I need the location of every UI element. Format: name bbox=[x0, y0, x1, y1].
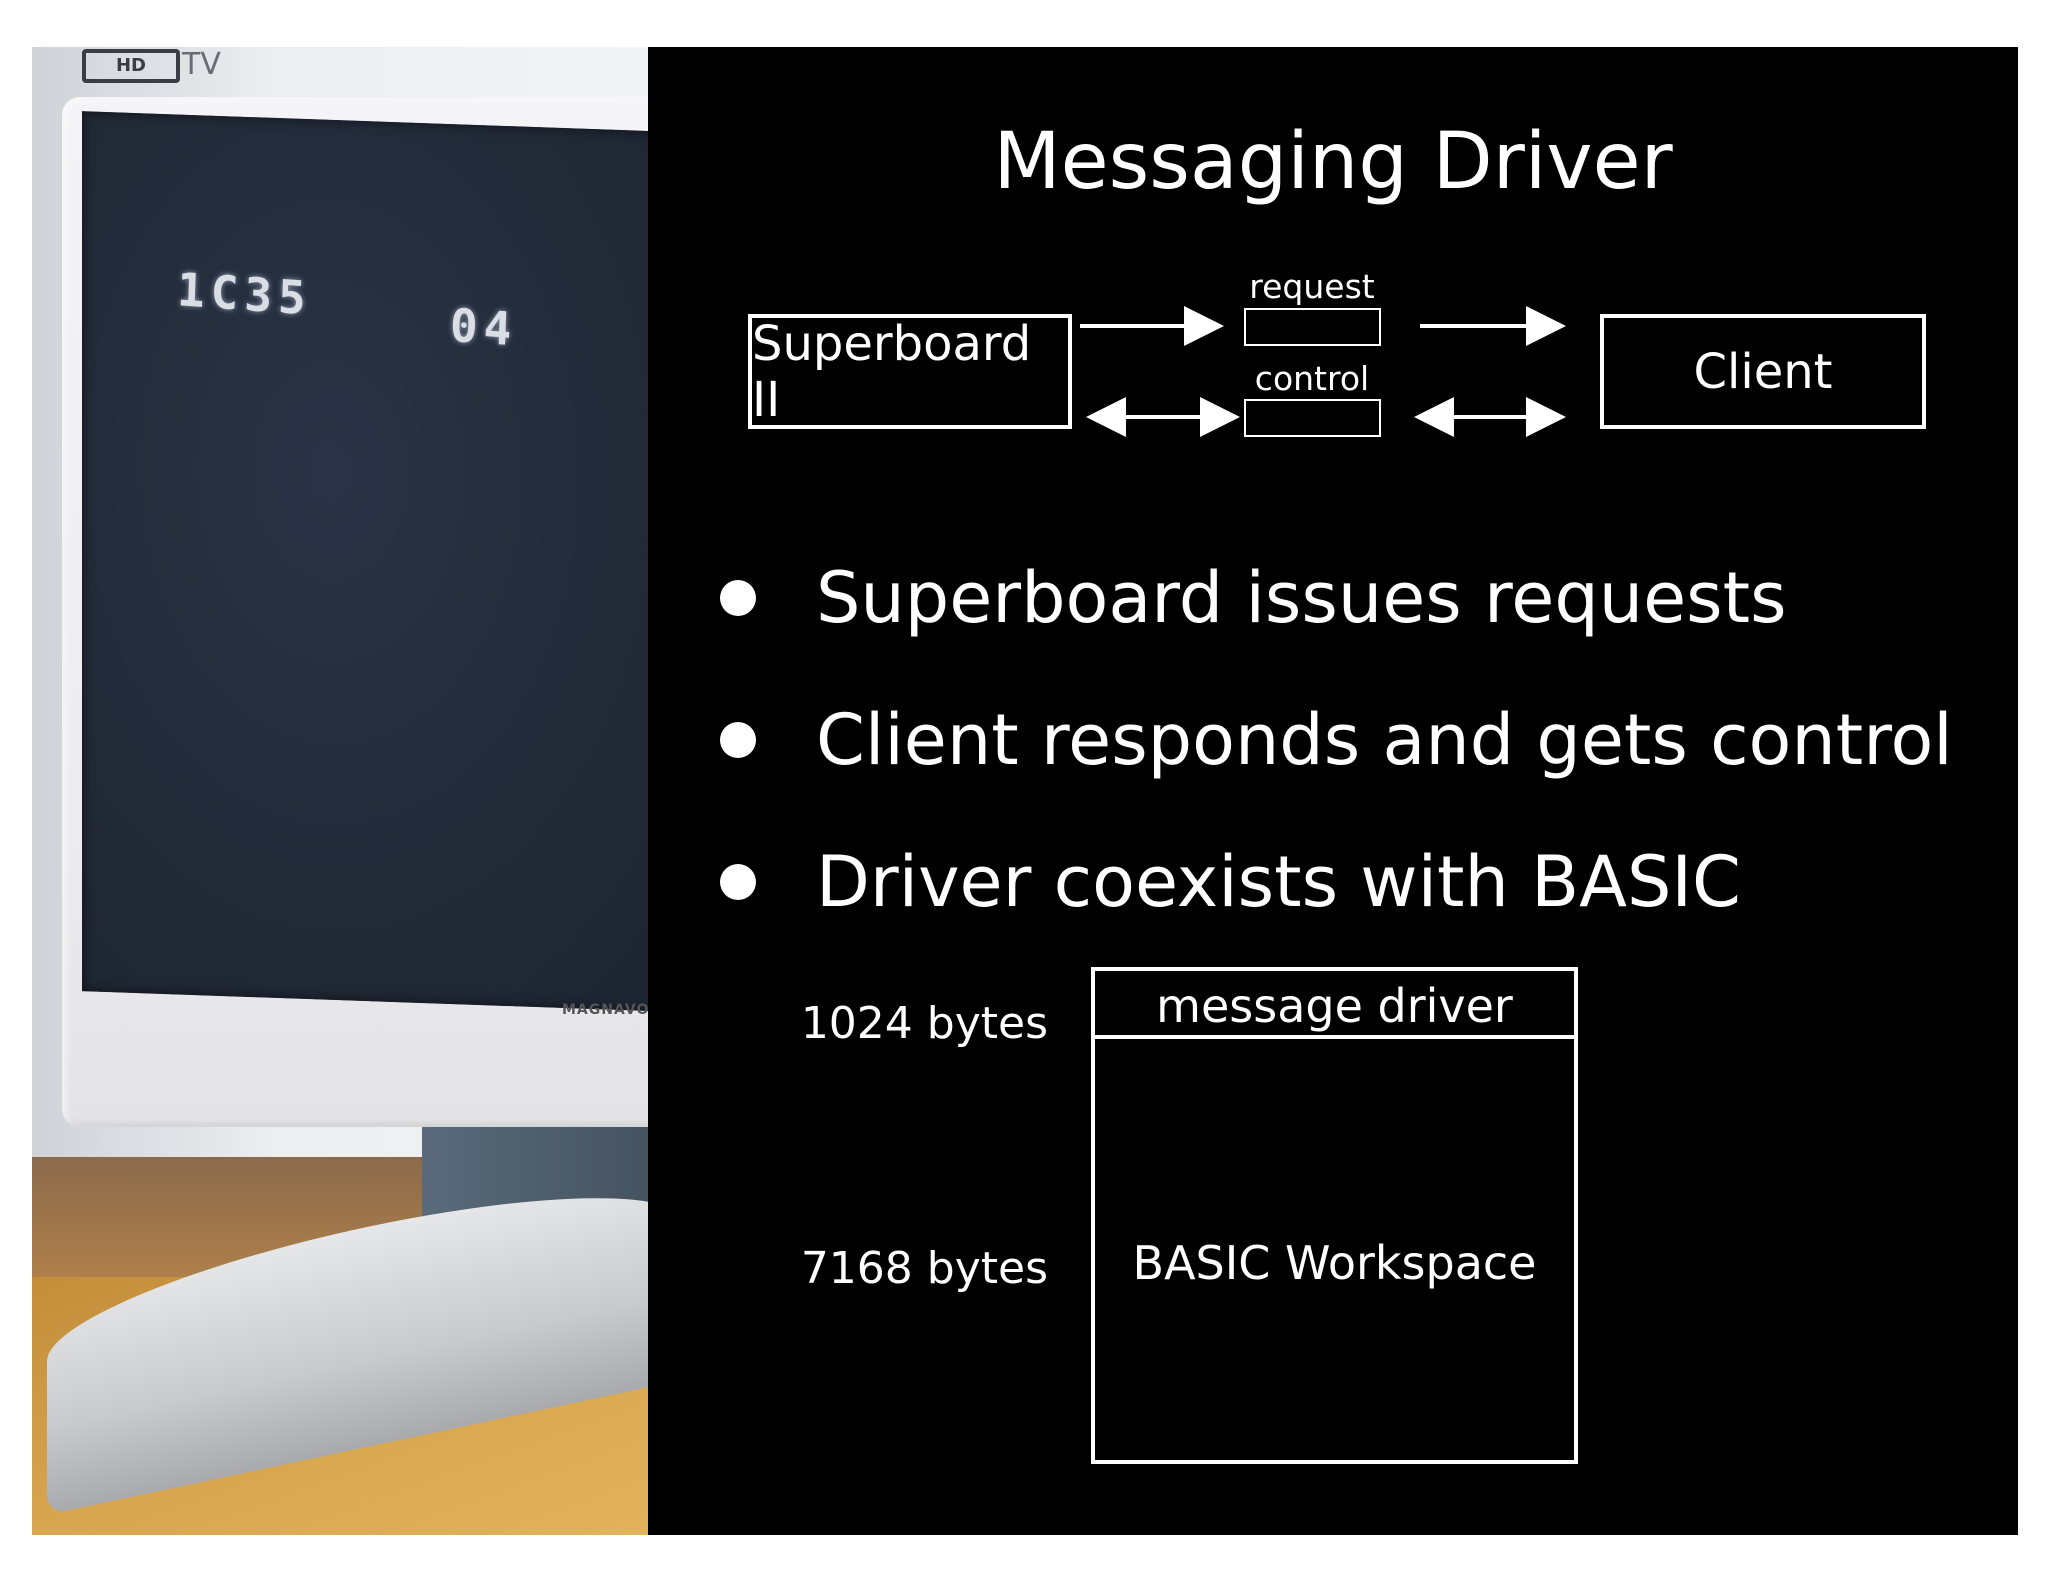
bullet-dot-icon bbox=[720, 722, 756, 758]
workspace-size-label: 7168 bytes bbox=[800, 1243, 1048, 1294]
control-slot bbox=[1244, 399, 1381, 437]
client-box: Client bbox=[1600, 314, 1926, 429]
superboard-box: Superboard II bbox=[748, 314, 1072, 429]
slide: Messaging Driver Superboard II Client re… bbox=[648, 47, 2018, 1535]
bullet-item: Driver coexists with BASIC bbox=[708, 811, 2008, 953]
message-driver-region: message driver bbox=[1156, 979, 1513, 1033]
bullet-item: Client responds and gets control bbox=[708, 669, 2008, 811]
monitor-screen: 1C35 04 bbox=[82, 111, 648, 1013]
request-slot bbox=[1244, 308, 1381, 346]
superboard-box-label: Superboard II bbox=[752, 315, 1032, 428]
memory-map: message driver BASIC Workspace bbox=[1091, 967, 1578, 1464]
diagram-arrows bbox=[1080, 306, 1566, 437]
screen-value-text: 04 bbox=[449, 297, 519, 357]
basic-workspace-region: BASIC Workspace bbox=[1132, 1236, 1537, 1290]
screen-address-text: 1C35 bbox=[176, 262, 313, 326]
brand-tv-label: TV bbox=[182, 47, 221, 82]
slide-title: Messaging Driver bbox=[993, 117, 1673, 207]
client-box-label: Client bbox=[1693, 343, 1833, 400]
bullet-text: Superboard issues requests bbox=[816, 557, 1787, 639]
request-label: request bbox=[1249, 267, 1375, 306]
bullet-text: Client responds and gets control bbox=[816, 699, 1953, 781]
driver-size-label: 1024 bytes bbox=[800, 998, 1048, 1049]
memory-divider bbox=[1095, 1035, 1574, 1039]
maker-label: MAGNAVOX bbox=[562, 1002, 648, 1018]
bullet-list: Superboard issues requests Client respon… bbox=[708, 527, 2008, 953]
bullet-dot-icon bbox=[720, 864, 756, 900]
monitor-photo: HD TV 1C35 04 MAGNAVOX bbox=[32, 47, 648, 1535]
brand-logo: HD bbox=[82, 49, 180, 83]
bullet-item: Superboard issues requests bbox=[708, 527, 2008, 669]
bullet-text: Driver coexists with BASIC bbox=[816, 841, 1741, 923]
bullet-dot-icon bbox=[720, 580, 756, 616]
control-label: control bbox=[1254, 359, 1370, 398]
